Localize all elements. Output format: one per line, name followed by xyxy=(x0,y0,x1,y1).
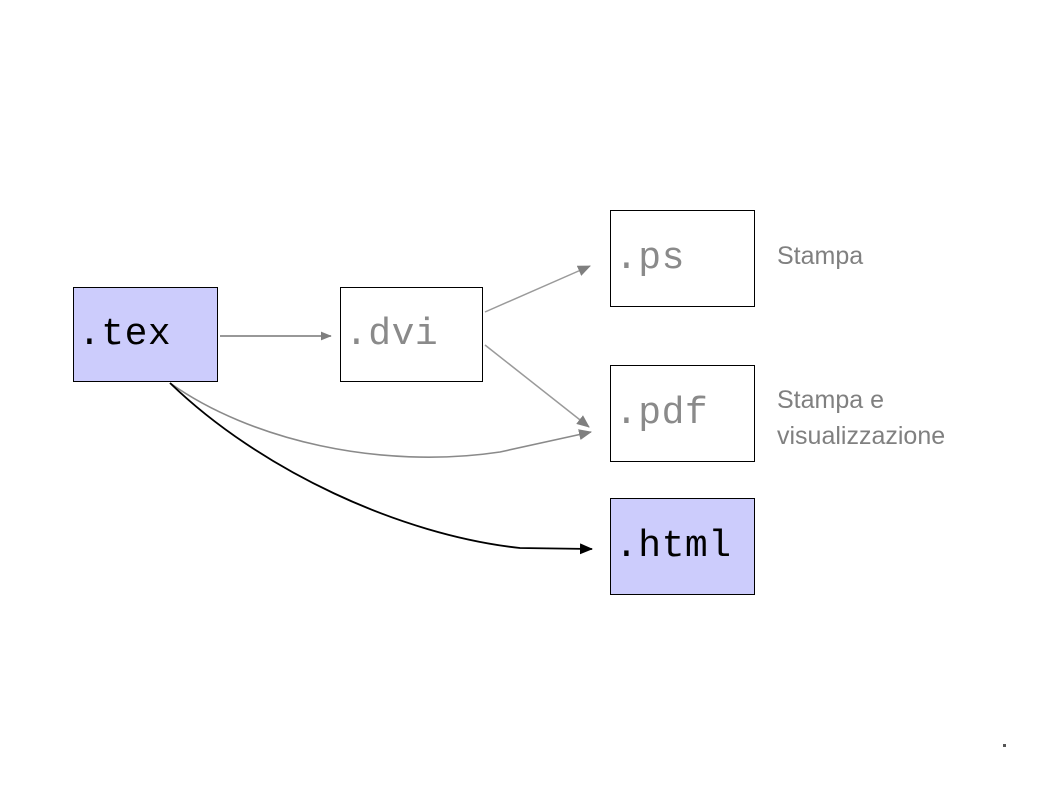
node-html-label: .html xyxy=(615,525,732,568)
annotation-pdf: Stampa e visualizzazione xyxy=(777,386,946,450)
node-pdf-label: .pdf xyxy=(615,392,709,435)
node-pdf[interactable]: .pdf xyxy=(610,365,755,462)
node-ps[interactable]: .ps xyxy=(610,210,755,307)
node-html[interactable]: .html xyxy=(610,498,755,595)
node-tex[interactable]: .tex xyxy=(73,287,218,382)
edge-dvi-to-pdf xyxy=(484,344,590,428)
edge-tex-to-html xyxy=(169,382,593,555)
node-ps-label: .ps xyxy=(615,237,685,280)
edge-dvi-to-ps xyxy=(484,265,591,313)
node-dvi[interactable]: .dvi xyxy=(340,287,483,382)
node-tex-label: .tex xyxy=(78,313,172,356)
annotation-ps: Stampa xyxy=(777,242,864,270)
node-dvi-label: .dvi xyxy=(345,313,439,356)
edge-tex-to-pdf xyxy=(169,382,592,458)
stray-dot-artifact xyxy=(1003,744,1006,747)
